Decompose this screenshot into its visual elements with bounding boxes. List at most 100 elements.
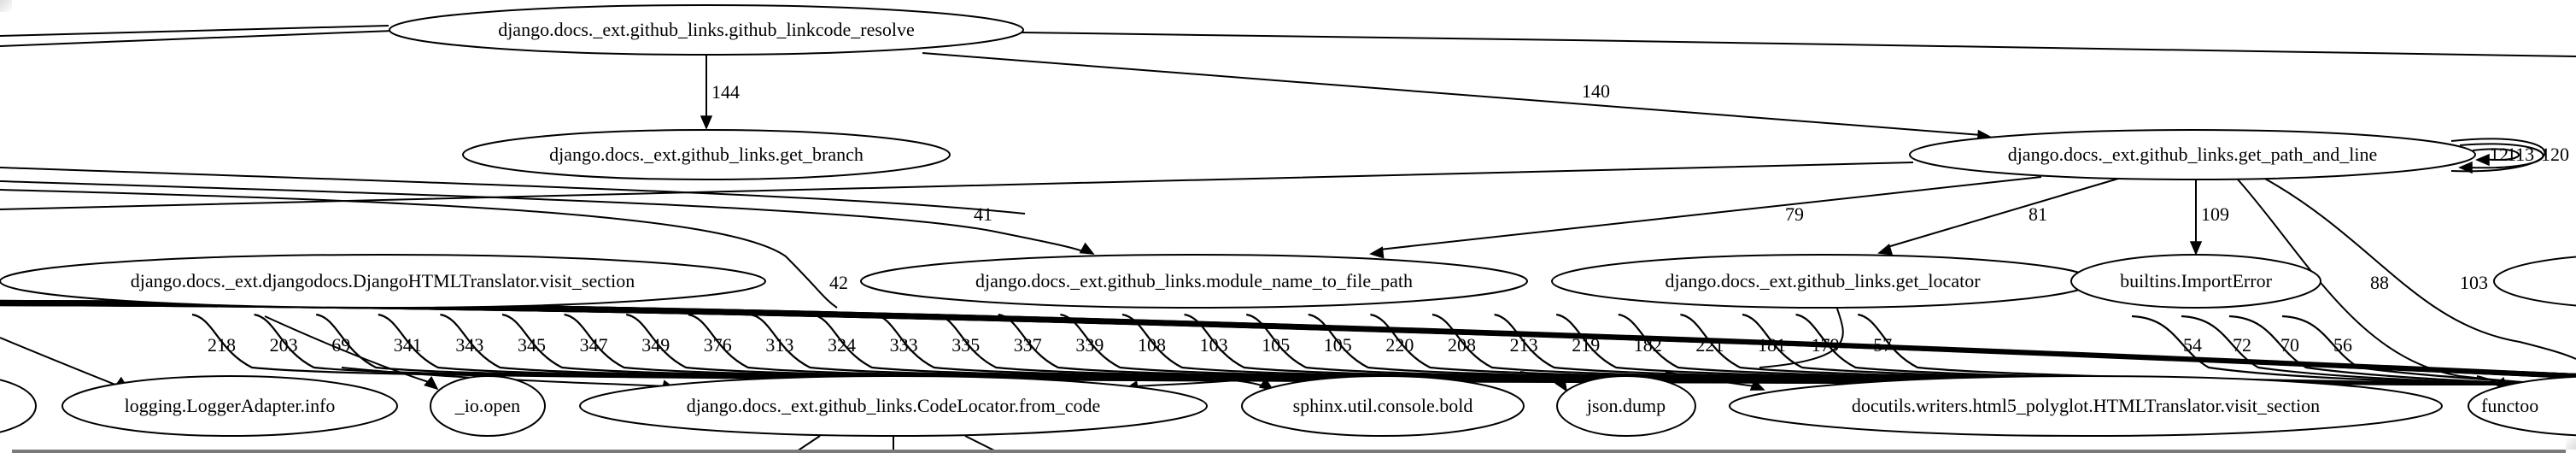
bundle-edge-label: 333 <box>890 334 918 356</box>
bundle-edge-label: 72 <box>2233 334 2251 356</box>
bundle-edge-label: 108 <box>1138 334 1166 356</box>
edge-pathline-importerror[interactable] <box>2189 179 2203 256</box>
edge-label-selfloop-113: 113 <box>2507 144 2534 165</box>
bundle-edge-label: 203 <box>270 334 298 356</box>
edge-pathline-offscreen-left[interactable] <box>0 162 1914 210</box>
node-logger-info[interactable]: logging.LoggerAdapter.info <box>61 375 398 437</box>
node-label: django.docs._ext.djangodocs.DjangoHTMLTr… <box>131 270 635 291</box>
node-label: django.docs._ext.github_links.get_locato… <box>1665 270 1981 291</box>
bundle-edge-label: 181 <box>1758 334 1786 356</box>
node-module-name-to-file-path[interactable]: django.docs._ext.github_links.module_nam… <box>860 254 1528 309</box>
bundle-edge[interactable] <box>2228 315 2576 388</box>
bundle-edge-label: 219 <box>1572 334 1600 356</box>
bundle-edge-label: 103 <box>1200 334 1228 356</box>
bundle-edge[interactable] <box>2281 315 2576 388</box>
bundle-edge-label: 70 <box>2280 334 2299 356</box>
bundle-edge-label: 179 <box>1812 334 1840 356</box>
node-right-partial[interactable] <box>2493 255 2576 308</box>
bundle-edge-label: 345 <box>518 334 546 356</box>
edge-label-109: 109 <box>2201 203 2229 225</box>
bundle-edge-label: 324 <box>828 334 856 356</box>
edge-linkcode-offscreen-right[interactable] <box>1020 32 2576 57</box>
bundle-edge-label: 337 <box>1014 334 1042 356</box>
edge-pathline-selfloop-113[interactable] <box>2458 143 2544 174</box>
node-docutils-visit-section[interactable]: docutils.writers.html5_polyglot.HTMLTran… <box>1729 375 2443 437</box>
edge-pathline-right[interactable] <box>2263 177 2576 360</box>
node-get-path-and-line[interactable]: django.docs._ext.github_links.get_path_a… <box>1909 129 2476 180</box>
arrowhead-icon <box>1079 242 1095 255</box>
edge-pathline-selfloop-120[interactable] <box>2450 138 2546 173</box>
arrowhead-icon <box>424 376 439 391</box>
nodes-layer: django.docs._ext.github_links.github_lin… <box>0 4 2576 437</box>
node-get-branch[interactable]: django.docs._ext.github_links.get_branch <box>462 129 951 180</box>
bundle-edge-label: 213 <box>1510 334 1538 356</box>
edge-offscreen-linkcode-b[interactable] <box>0 30 394 47</box>
edge-linkcode-pathline[interactable] <box>922 52 1992 142</box>
arrowhead-icon <box>2458 161 2473 174</box>
node-console-bold[interactable]: sphinx.util.console.bold <box>1241 375 1525 437</box>
arrowhead-icon <box>2189 241 2203 256</box>
node-label: django.docs._ext.github_links.module_nam… <box>975 270 1413 291</box>
edge-label-103: 103 <box>2460 272 2488 293</box>
bundle-edge-label: 335 <box>951 334 980 356</box>
bundle-edge-label: 105 <box>1324 334 1352 356</box>
node-from-code[interactable]: django.docs._ext.github_links.CodeLocato… <box>579 375 1208 437</box>
bundle-edge-label: 218 <box>208 334 236 356</box>
node-label: django.docs._ext.github_links.get_branch <box>549 144 864 165</box>
bundle-edge-label: 343 <box>455 334 483 356</box>
bundle-edge-label: 221 <box>1695 334 1724 356</box>
edge-offscreen-modulename[interactable] <box>0 180 1095 255</box>
edge-to-io-open[interactable] <box>264 315 439 391</box>
node-left-partial[interactable] <box>0 376 37 436</box>
node-label: functoo <box>2481 395 2538 416</box>
horizontal-scrollbar[interactable] <box>12 450 2566 453</box>
bundle-edge-label: 220 <box>1385 334 1414 356</box>
node-label: sphinx.util.console.bold <box>1293 395 1473 416</box>
node-label: django.docs._ext.github_links.github_lin… <box>498 19 915 40</box>
node-label: json.dump <box>1586 395 1666 416</box>
edge-offscreen-cross-a[interactable] <box>0 167 1026 215</box>
edge-offscreen-linkcode-a[interactable] <box>0 25 389 37</box>
node-import-error[interactable]: builtins.ImportError <box>2070 254 2321 309</box>
node-io-open[interactable]: _io.open <box>430 375 546 437</box>
bundle-edge-label: 347 <box>580 334 608 356</box>
edge-pathline-selfloop-12[interactable] <box>2472 148 2520 167</box>
edge-pathline-getlocator[interactable] <box>1877 178 2119 256</box>
window-corner <box>0 0 12 12</box>
node-label: logging.LoggerAdapter.info <box>125 395 336 416</box>
bundle-edge-label: 376 <box>704 334 732 356</box>
node-label: _io.open <box>454 395 520 416</box>
edge-linkcode-getbranch[interactable] <box>700 55 713 130</box>
bundle-edge-label: 182 <box>1634 334 1662 356</box>
node-label: django.docs._ext.github_links.CodeLocato… <box>687 395 1101 416</box>
node-linkcode-resolve[interactable]: django.docs._ext.github_links.github_lin… <box>389 4 1024 56</box>
bundle-edge-label: 69 <box>331 334 350 356</box>
arrowhead-icon <box>1369 246 1385 259</box>
bundle-edge-label: 54 <box>2183 334 2202 356</box>
bundle-edge[interactable] <box>1857 313 2576 386</box>
edge-label-88: 88 <box>2370 272 2389 293</box>
bundle-edge-label: 57 <box>1873 334 1892 356</box>
bundle-edge-label: 313 <box>765 334 793 356</box>
bundle-edge[interactable] <box>2131 315 2576 388</box>
window-corner <box>2566 438 2576 450</box>
bundle-edge-label: 56 <box>2333 334 2352 356</box>
node-functools[interactable]: functoo <box>2468 375 2576 437</box>
edge-label-selfloop-12: 12 <box>2490 144 2509 165</box>
edge-to-logger-info[interactable] <box>0 337 130 391</box>
node-json-dump[interactable]: json.dump <box>1556 375 1696 437</box>
edge-label-81: 81 <box>2029 203 2047 225</box>
arrowhead-icon <box>700 115 713 130</box>
edge-offscreen-42[interactable] <box>0 189 838 309</box>
arrowhead-icon <box>2475 153 2490 167</box>
node-label: docutils.writers.html5_polyglot.HTMLTran… <box>1852 395 2320 416</box>
bundle-edge-label: 341 <box>394 334 422 356</box>
edge-pathline-modulename[interactable] <box>1369 176 2042 259</box>
bundle-edge-label: 208 <box>1448 334 1476 356</box>
edge-label-42: 42 <box>829 272 848 293</box>
edge-label-140: 140 <box>1582 80 1610 102</box>
edge-label-selfloop-120: 120 <box>2541 144 2569 165</box>
node-get-locator[interactable]: django.docs._ext.github_links.get_locato… <box>1551 254 2094 309</box>
node-djangodocs-visit-section[interactable]: django.docs._ext.djangodocs.DjangoHTMLTr… <box>0 254 766 309</box>
bundle-edge[interactable] <box>2181 315 2576 388</box>
